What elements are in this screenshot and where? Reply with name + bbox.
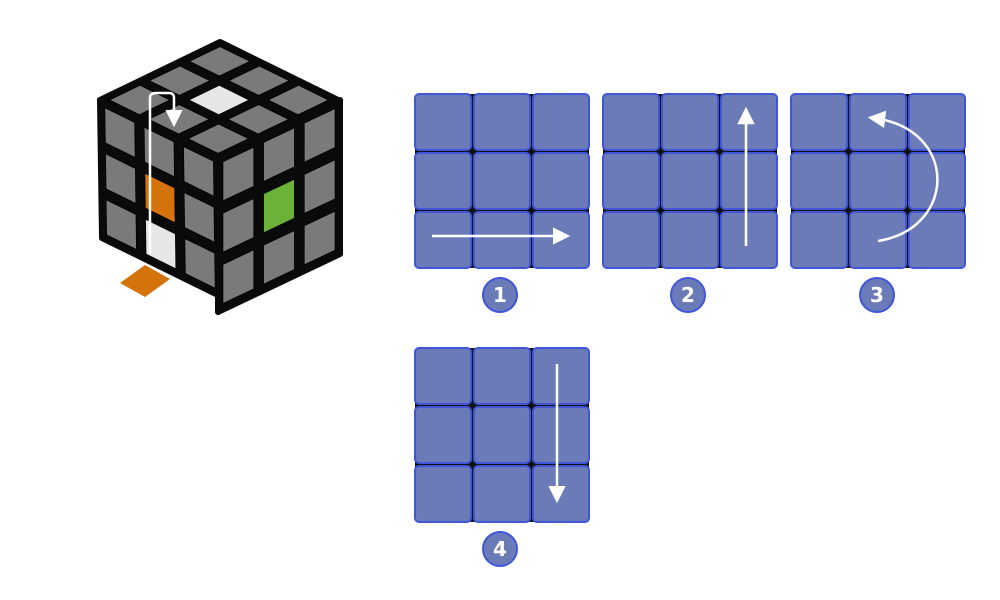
step-number: 2 [681,283,695,307]
panel-cell [473,152,531,210]
panel-cell [414,465,472,523]
badge-circle [482,277,518,313]
cube-right-sticker [263,230,295,285]
panel-cell [414,152,472,210]
cube-right-sticker [303,159,336,214]
step-panel-4 [414,347,590,523]
badge-circle [482,531,518,567]
cube-top-sticker [149,65,211,96]
step-panel-3 [790,93,966,269]
panel-cell [602,211,660,269]
panel-cell [849,93,907,151]
panel-cell [532,465,590,523]
panel-cell [790,211,848,269]
step-number: 1 [493,283,507,307]
cube-front-face [97,97,223,299]
panel-cell [720,211,778,269]
step-panel-2 [602,93,778,269]
panel-cell [532,152,590,210]
panel-cell [414,406,472,464]
panel-cell [602,93,660,151]
cube-top-sticker [267,84,329,116]
cube-right-sticker [222,198,255,253]
panel-cell [473,406,531,464]
cube-front-sticker [105,153,137,204]
step-badge-3: 3 [859,277,895,313]
panel-cell [661,93,719,151]
cube-front-sticker [183,192,215,243]
up-down-loop-arrow [148,91,183,255]
step-panel-1 [414,93,590,269]
cube-right-face [215,97,343,315]
cube-right-sticker [222,146,255,202]
panel-cell [908,93,966,151]
cube-top-sticker [189,46,251,77]
step-panels [414,93,966,523]
panel-cell [661,152,719,210]
cube-right-sticker [222,249,255,304]
panel-cell [473,211,531,269]
panel-cell [414,211,472,269]
step-number: 4 [493,537,507,561]
step-badge-1: 1 [482,277,518,313]
cube-front-sticker [144,172,176,224]
panel-cell [661,211,719,269]
cube-top-sticker [227,104,289,135]
step-badge-4: 4 [482,531,518,567]
badge-circle [859,277,895,313]
panel-cell [473,347,531,405]
cube-right-sticker [303,108,336,163]
panel-cell [473,93,531,151]
cube-top-sticker [187,123,249,154]
cube-top-sticker [188,84,250,116]
panel-cell [908,211,966,269]
step-badge-2: 2 [670,277,706,313]
cube-front-sticker [143,126,175,178]
panel-cell [414,347,472,405]
cube-front-sticker [183,146,215,197]
cube-right-sticker [263,178,295,234]
arrow-curved-counterclockwise [867,110,939,243]
cube-front-sticker [145,218,177,270]
panel-cell [602,152,660,210]
panel-cell [790,152,848,210]
panel-cell [473,465,531,523]
cube-right-sticker [303,210,336,266]
panel-cell [414,93,472,151]
panel-cell [720,152,778,210]
bottom-orange-sticker [120,265,170,297]
step-number: 3 [870,283,884,307]
rubiks-cube-icon [97,39,343,315]
panel-cell [532,347,590,405]
panel-cell [849,152,907,210]
panel-cell [720,93,778,151]
panel-cell [532,93,590,151]
cube-front-sticker [105,199,137,250]
cube-front-sticker [104,107,136,158]
panel-cell [790,93,848,151]
badge-circle [670,277,706,313]
cube-top-sticker [228,65,290,96]
panel-cell [532,211,590,269]
panel-cell [532,406,590,464]
cube-right-sticker [263,127,295,182]
